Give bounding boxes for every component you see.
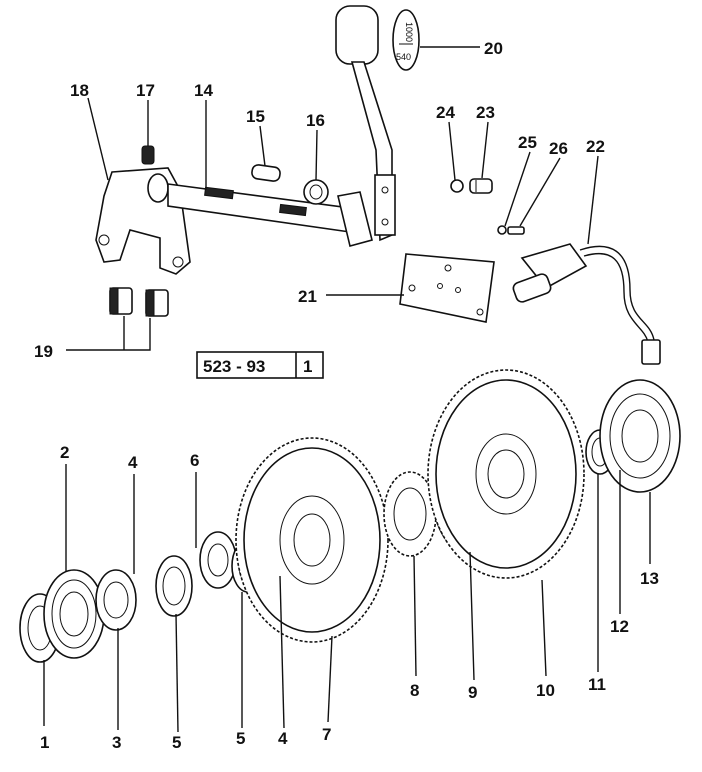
driven-gear-rear <box>427 369 585 579</box>
callout-23: 23 <box>476 103 495 122</box>
shift-lever <box>335 5 396 242</box>
mounting-plate <box>399 253 495 323</box>
callout-24: 24 <box>436 103 455 122</box>
fork-pad-left <box>109 287 133 315</box>
callout-12: 12 <box>610 617 629 636</box>
callout-3: 3 <box>112 733 121 752</box>
callout-4b: 4 <box>278 729 288 748</box>
callout-1: 1 <box>40 733 49 752</box>
cap-screw <box>469 178 493 194</box>
callout-17: 17 <box>136 81 155 100</box>
callout-8: 8 <box>410 681 419 700</box>
callout-21: 21 <box>298 287 317 306</box>
callout-5a: 5 <box>172 733 181 752</box>
callout-4a: 4 <box>128 453 138 472</box>
bushing-collar <box>199 531 237 589</box>
callout-20: 20 <box>484 39 503 58</box>
callout-5b: 5 <box>236 729 245 748</box>
shift-fork <box>95 167 191 275</box>
set-screw <box>141 145 155 165</box>
callout-labels: 20 18 17 14 15 16 24 23 25 26 22 21 19 2… <box>34 39 659 752</box>
callout-26: 26 <box>549 139 568 158</box>
woodruff-key <box>251 164 281 182</box>
reference-box: 523 - 93 1 <box>196 351 324 379</box>
callout-22: 22 <box>586 137 605 156</box>
callout-19: 19 <box>34 342 53 361</box>
spacer-ring <box>95 569 137 631</box>
callout-7: 7 <box>322 725 331 744</box>
badge-bottom-text: 540 <box>396 52 411 62</box>
callout-11: 11 <box>588 675 606 694</box>
speed-selector-badge: 1000 540 <box>392 9 420 71</box>
callout-16: 16 <box>306 111 325 130</box>
callout-18: 18 <box>70 81 89 100</box>
callout-15: 15 <box>246 107 265 126</box>
driven-gear-large <box>235 437 389 643</box>
reference-sheet: 1 <box>303 357 312 376</box>
callout-13: 13 <box>640 569 659 588</box>
callout-6: 6 <box>190 451 199 470</box>
small-screw <box>497 225 525 235</box>
leader-lines <box>43 46 651 733</box>
fork-pad-right <box>145 289 169 317</box>
washer <box>303 179 329 205</box>
lock-washer <box>450 179 464 193</box>
ball-bearing-front <box>43 569 105 659</box>
reference-code: 523 - 93 <box>203 357 265 376</box>
shift-rod <box>167 183 373 247</box>
callout-14: 14 <box>194 81 213 100</box>
needle-bearing-front <box>155 555 193 617</box>
badge-top-text: 1000 <box>404 22 414 42</box>
ball-bearing-rear <box>599 379 681 493</box>
callout-25: 25 <box>518 133 537 152</box>
callout-9: 9 <box>468 683 477 702</box>
pressure-switch <box>512 243 661 365</box>
callout-2: 2 <box>60 443 69 462</box>
callout-10: 10 <box>536 681 555 700</box>
